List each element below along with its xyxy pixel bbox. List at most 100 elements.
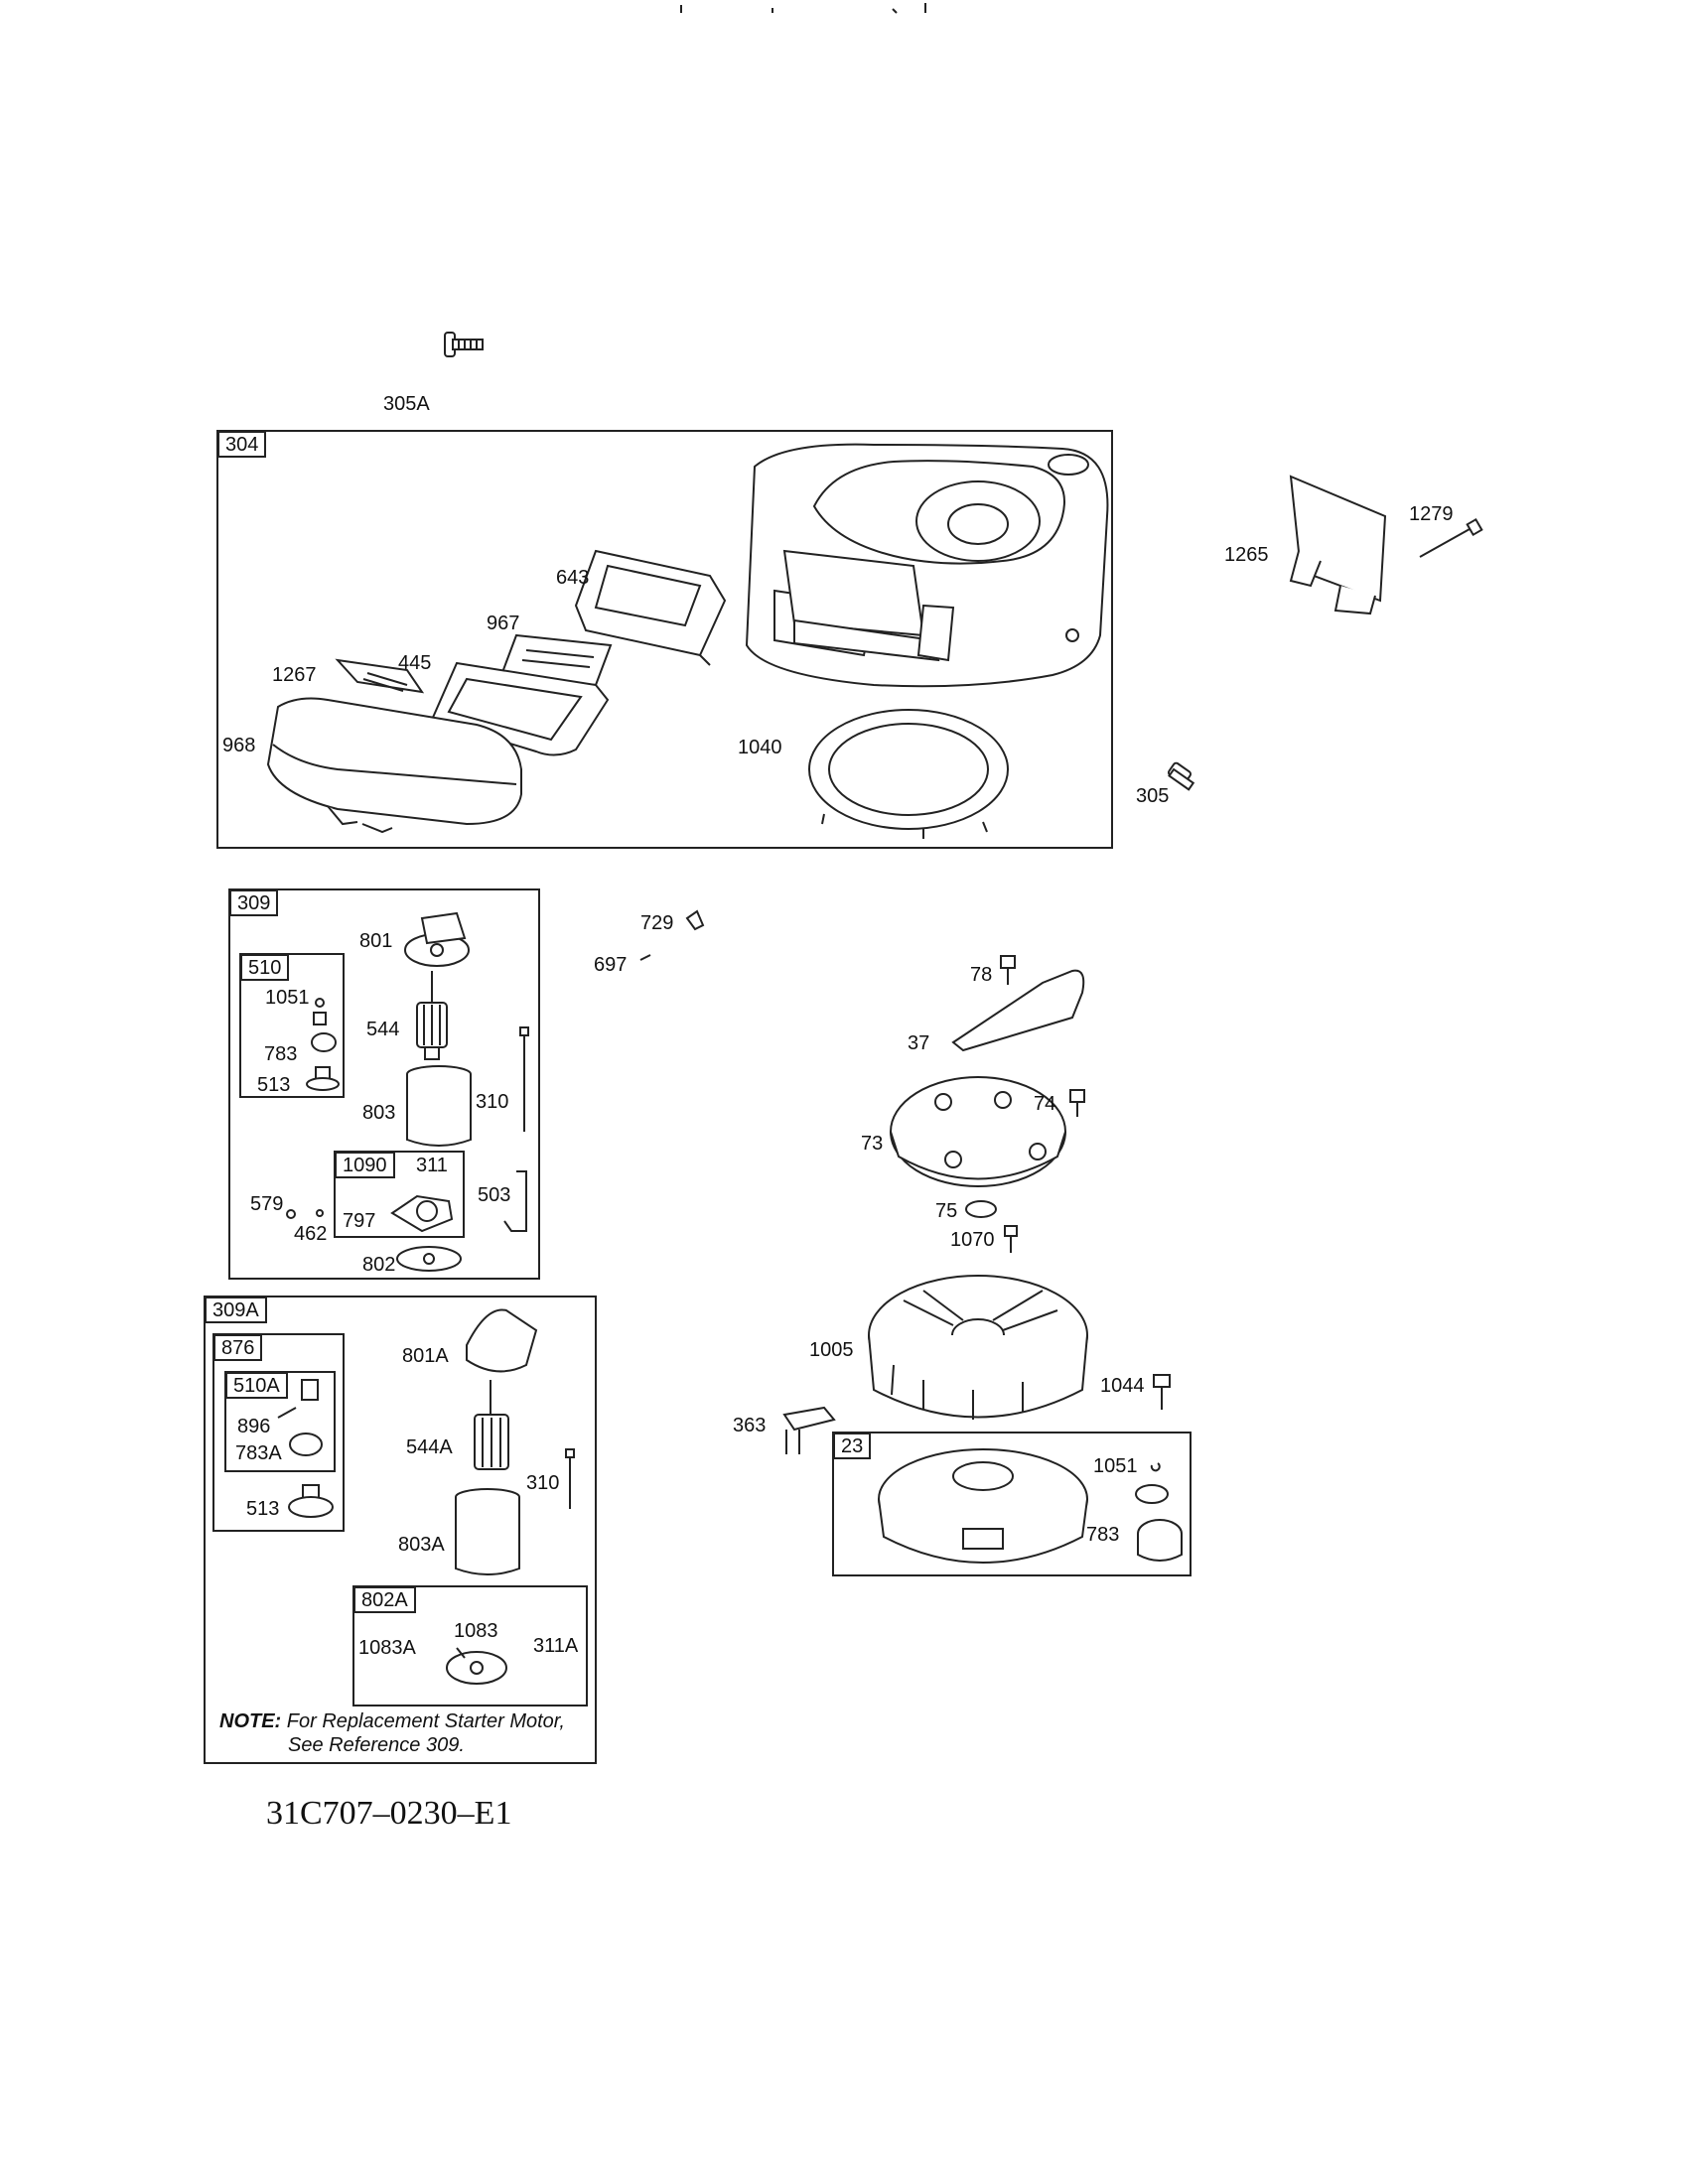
part-label-967: 967 (487, 613, 520, 634)
note-line-1: For Replacement Starter Motor, (286, 1710, 565, 1732)
group-box-23 (832, 1432, 1192, 1576)
bolt-78 (1000, 955, 1016, 985)
bracket-503 (503, 1170, 527, 1232)
part-label-305: 305 (1136, 785, 1170, 807)
part-label-513-starter: 513 (257, 1074, 291, 1096)
ball-579 (286, 1209, 296, 1219)
group-label-309A: 309A (205, 1297, 267, 1323)
bolt-1279 (1419, 517, 1483, 558)
part-label-783-starter: 783 (264, 1043, 298, 1065)
replacement-note: NOTE: For Replacement Starter Motor, (219, 1709, 565, 1733)
part-label-643: 643 (556, 567, 590, 589)
bolt-74 (1069, 1089, 1085, 1117)
part-label-801: 801 (359, 930, 393, 952)
part-label-503: 503 (478, 1184, 511, 1206)
group-label-876: 876 (213, 1334, 263, 1361)
group-label-802A: 802A (353, 1586, 416, 1613)
armature-544A (474, 1380, 509, 1470)
part-label-1040: 1040 (738, 737, 782, 758)
part-label-801A: 801A (402, 1345, 449, 1367)
ball-462 (316, 1209, 324, 1217)
parts-510A (277, 1379, 323, 1456)
group-box-309A (204, 1296, 597, 1764)
air-duct-643 (574, 549, 727, 666)
header-marks (680, 3, 926, 14)
part-label-802: 802 (362, 1254, 396, 1276)
note-prefix: NOTE: (219, 1710, 282, 1732)
baffle-37 (951, 969, 1085, 1052)
part-label-305A: 305A (383, 393, 430, 415)
part-label-797: 797 (343, 1210, 376, 1232)
pinion-513 (288, 1484, 334, 1518)
part-label-896: 896 (237, 1416, 271, 1437)
housing-803A (455, 1488, 520, 1575)
part-label-1279: 1279 (1409, 503, 1454, 525)
group-label-510A: 510A (225, 1372, 288, 1399)
part-label-1083A: 1083A (358, 1637, 416, 1659)
parts-510 (306, 998, 340, 1091)
group-box-304 (216, 430, 1113, 849)
part-label-1083: 1083 (454, 1620, 498, 1642)
brush-holder-797 (390, 1194, 454, 1233)
part-label-73: 73 (861, 1133, 884, 1155)
clip-729 (685, 909, 705, 931)
part-label-579: 579 (250, 1193, 284, 1215)
part-label-462: 462 (294, 1223, 328, 1245)
part-label-74: 74 (1034, 1093, 1056, 1115)
bushing-1051 (1135, 1484, 1169, 1504)
plate-802 (396, 1246, 462, 1272)
part-label-803A: 803A (398, 1534, 445, 1556)
ring-1040 (808, 709, 1009, 839)
magneto-363 (782, 1406, 836, 1454)
bolt-1044 (1153, 1374, 1171, 1410)
washer-75 (965, 1200, 997, 1218)
gear-783 (1137, 1519, 1183, 1562)
part-label-363: 363 (733, 1415, 767, 1436)
part-label-310-starter-A: 310 (526, 1472, 560, 1494)
part-label-783A: 783A (235, 1442, 282, 1464)
brush-plate-802A (446, 1647, 507, 1685)
end-cap-801A (466, 1308, 538, 1373)
part-label-544A: 544A (406, 1436, 453, 1458)
part-label-1070: 1070 (950, 1229, 995, 1251)
end-cap-801 (404, 911, 470, 967)
group-box-876 (212, 1333, 345, 1532)
fan-1005 (868, 1275, 1088, 1420)
group-box-309 (228, 888, 540, 1280)
part-label-729: 729 (640, 912, 674, 934)
part-label-78: 78 (970, 964, 993, 986)
latch-1267 (335, 658, 425, 694)
part-label-311: 311 (416, 1155, 448, 1176)
part-label-1267: 1267 (272, 664, 317, 686)
bolt-310 (519, 1026, 529, 1132)
blower-housing (745, 443, 1109, 688)
bolt-1070 (1004, 1225, 1018, 1253)
clip-1051 (1150, 1462, 1161, 1472)
note-line-2: See Reference 309. (288, 1734, 465, 1756)
part-label-445: 445 (398, 652, 432, 674)
part-label-1051: 1051 (1093, 1455, 1138, 1477)
armature-544 (416, 971, 448, 1060)
group-box-1090 (334, 1151, 465, 1238)
part-label-311A: 311A (533, 1635, 579, 1657)
part-label-783: 783 (1086, 1524, 1120, 1546)
part-label-1005: 1005 (809, 1339, 854, 1361)
housing-803 (406, 1065, 472, 1147)
flywheel-23 (878, 1448, 1088, 1564)
drawing-code: 31C707–0230–E1 (266, 1795, 512, 1832)
part-label-310: 310 (476, 1091, 509, 1113)
bolt-305A (444, 332, 484, 357)
group-label-1090: 1090 (335, 1152, 395, 1178)
bracket-1265 (1289, 475, 1387, 615)
group-label-510: 510 (240, 954, 290, 981)
part-label-803: 803 (362, 1102, 396, 1124)
part-label-1044: 1044 (1100, 1375, 1145, 1397)
part-label-1265: 1265 (1224, 544, 1269, 566)
part-label-697: 697 (594, 954, 628, 976)
group-label-23: 23 (833, 1433, 872, 1459)
screen-73 (890, 1076, 1066, 1187)
bolt-310A (565, 1448, 575, 1509)
part-label-75: 75 (935, 1200, 958, 1222)
part-label-544: 544 (366, 1019, 400, 1040)
